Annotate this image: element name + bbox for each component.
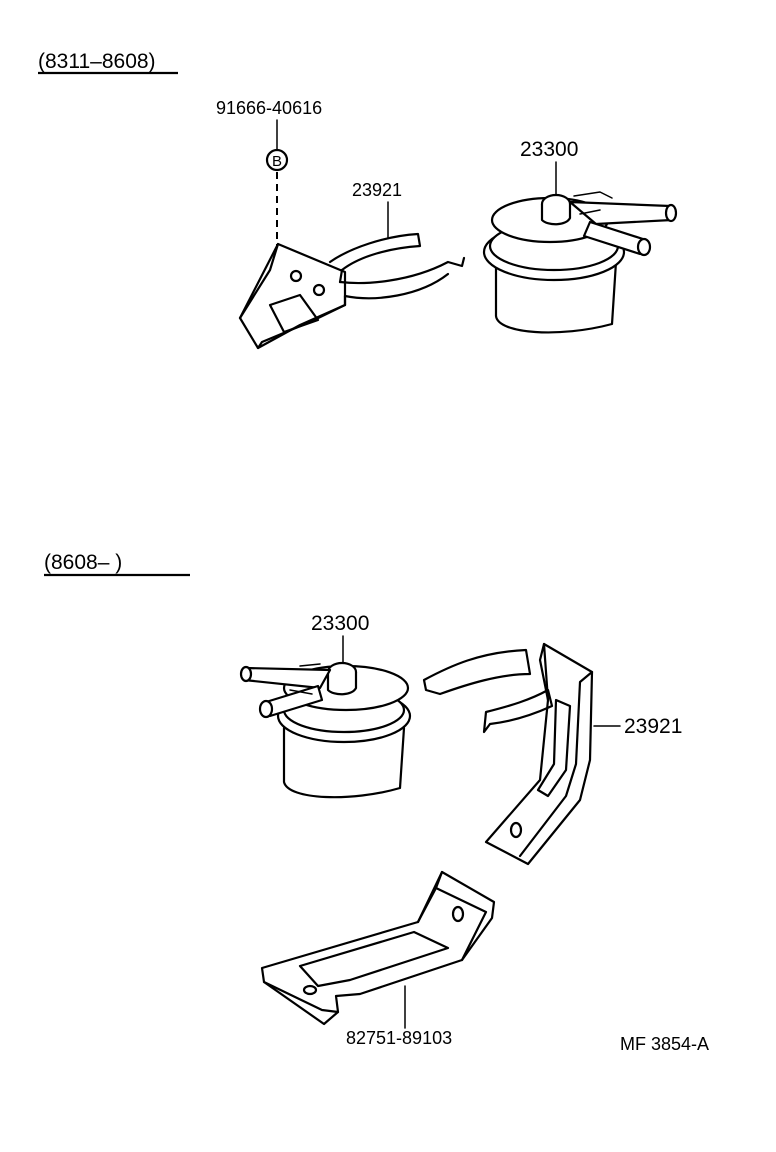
fuel-filter-1-icon [482,191,678,334]
filter-2-part-number: 23300 [311,612,369,635]
plate-part-number: 82751-89103 [346,1028,452,1048]
section-1: (8311–8608) 91666-40616 B 23921 23 [38,50,678,350]
filter-1-part-number: 23300 [520,138,578,161]
bracket-1-part-number: 23921 [352,180,402,200]
bolt-part-number: 91666-40616 [216,98,322,118]
bracket-2-part-number: 23921 [624,715,682,738]
section-2: (8608– ) 23300 23921 [44,551,709,1054]
bolt-symbol-letter: B [272,153,282,170]
fuel-filter-2-icon [239,661,412,799]
section-2-range-label: (8608– ) [44,551,122,574]
bolt-symbol-icon: B [265,148,289,172]
bracket-clamp-1-icon [238,232,466,350]
figure-code: MF 3854-A [620,1034,709,1054]
support-plate-icon [260,870,496,1026]
section-1-range-label: (8311–8608) [38,50,156,73]
bracket-clamp-2-icon [422,642,594,866]
